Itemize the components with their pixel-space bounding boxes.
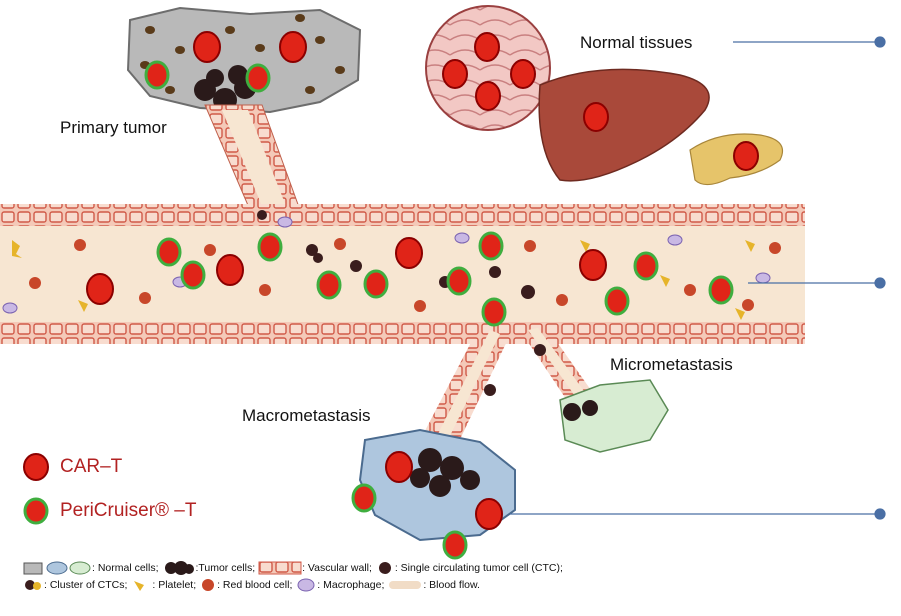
pericruiser-legend-icon — [23, 497, 49, 525]
platelet-icon — [134, 581, 145, 592]
macrophage-icon — [297, 578, 315, 592]
platelets — [12, 240, 755, 320]
main-blood-vessel — [0, 204, 805, 344]
pointer-lines — [510, 36, 886, 520]
legend-cart: CAR–T — [22, 452, 122, 482]
legend-cart-label: CAR–T — [60, 456, 123, 477]
bottom-key: : Normal cells; :Tumor cells; : Vascular… — [22, 560, 882, 594]
normal-cells-icon — [23, 561, 91, 575]
tumor-cells-icon — [165, 561, 195, 576]
key-cluster-ctcs: : Cluster of CTCs; — [44, 579, 128, 591]
legend-pericruiser: PeriCruiser® –T — [22, 496, 196, 526]
key-vascular-wall: : Vascular wall; — [302, 562, 372, 574]
key-single-ctc: : Single circulating tumor cell (CTC); — [394, 562, 563, 574]
red-blood-cells — [29, 238, 781, 312]
micrometastasis-mass — [559, 379, 669, 453]
key-red-blood-cell: : Red blood cell; — [217, 579, 293, 591]
label-macrometastasis: Macrometastasis — [242, 406, 371, 425]
key-tumor-cells: :Tumor cells; — [195, 562, 256, 574]
label-primary-tumor: Primary tumor — [60, 118, 167, 137]
key-macrophage: : Macrophage; — [317, 579, 385, 591]
primary-tumor-mass — [126, 6, 362, 114]
label-normal-tissues: Normal tissues — [580, 33, 693, 52]
key-blood-flow: : Blood flow. — [423, 579, 480, 591]
macrophages — [2, 216, 771, 314]
single-ctc-icon — [378, 562, 391, 575]
legend-pericruiser-label: PeriCruiser® –T — [60, 500, 197, 521]
ctc-cluster-icon — [25, 580, 41, 591]
key-normal-cells: : Normal cells; — [92, 562, 159, 574]
liver-organ — [538, 68, 710, 182]
cart-legend-icon — [23, 453, 49, 481]
key-platelet: : Platelet; — [152, 579, 197, 591]
red-blood-cell-icon — [202, 579, 215, 592]
pericruiser-cells — [144, 60, 734, 560]
vascular-wall-icon — [258, 561, 302, 575]
label-micrometastasis: Micrometastasis — [610, 355, 733, 374]
cart-cells — [86, 31, 759, 530]
normal-tissue-section — [425, 5, 551, 131]
blood-flow-icon — [389, 581, 422, 590]
